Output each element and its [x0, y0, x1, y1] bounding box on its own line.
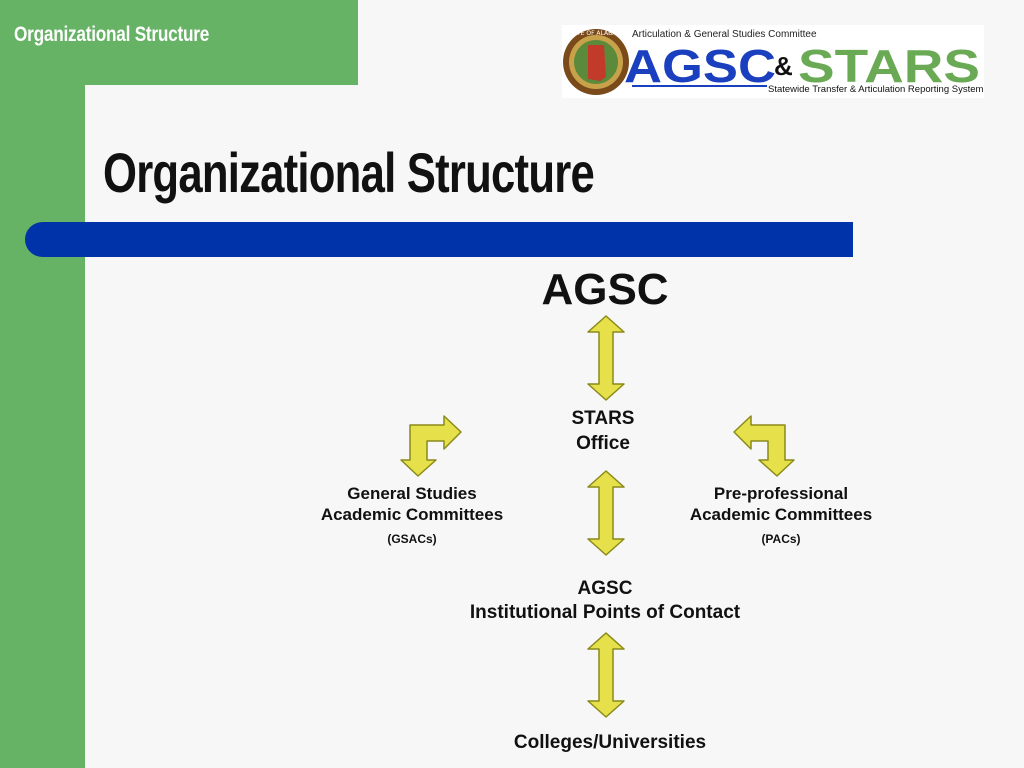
title-underline-bar [25, 222, 853, 257]
logo-stars: STARS [798, 40, 980, 92]
content-area [85, 85, 1024, 768]
left-sidebar-band [0, 0, 85, 768]
arrow-stars-institutional [587, 470, 625, 556]
node-general-studies: General Studies Academic Committees [282, 483, 542, 525]
node-institutional-contacts: AGSC Institutional Points of Contact [435, 577, 775, 625]
pp-abbr: (PACs) [761, 532, 801, 546]
node-colleges-universities: Colleges/Universities [513, 732, 707, 753]
arrow-agsc-stars [587, 315, 625, 401]
logo-agsc: AGSC [624, 40, 776, 92]
arrow-institutional-colleges [587, 632, 625, 718]
agsc-stars-logo: STATE OF ALABAMA Articulation & General … [562, 25, 984, 98]
slide-title: Organizational Structure [103, 141, 595, 204]
node-pre-professional: Pre-professional Academic Committees [651, 483, 911, 525]
inst-line1: AGSC [577, 578, 633, 599]
bent-arrow-gsac [400, 415, 462, 477]
pp-line2: Academic Committees [689, 505, 873, 524]
node-stars-office: STARS Office [533, 406, 673, 456]
inst-line2: Institutional Points of Contact [469, 602, 741, 623]
node-agsc: AGSC [541, 265, 669, 314]
gs-line2: Academic Committees [320, 505, 504, 524]
seal-text: STATE OF ALABAMA [566, 30, 626, 37]
logo-amp: & [774, 51, 793, 81]
stars-office-line1: STARS [571, 408, 635, 429]
logo-subtitle: Statewide Transfer & Articulation Report… [768, 84, 984, 95]
logo-committee-text: Articulation & General Studies Committee [632, 29, 817, 40]
header-title: Organizational Structure [14, 23, 210, 46]
bent-arrow-pac [733, 415, 795, 477]
alabama-seal-icon: STATE OF ALABAMA [563, 29, 629, 95]
gs-abbr: (GSACs) [387, 532, 437, 546]
gs-line1: General Studies [347, 484, 477, 503]
stars-office-line2: Office [576, 433, 630, 454]
pp-line1: Pre-professional [713, 484, 849, 503]
